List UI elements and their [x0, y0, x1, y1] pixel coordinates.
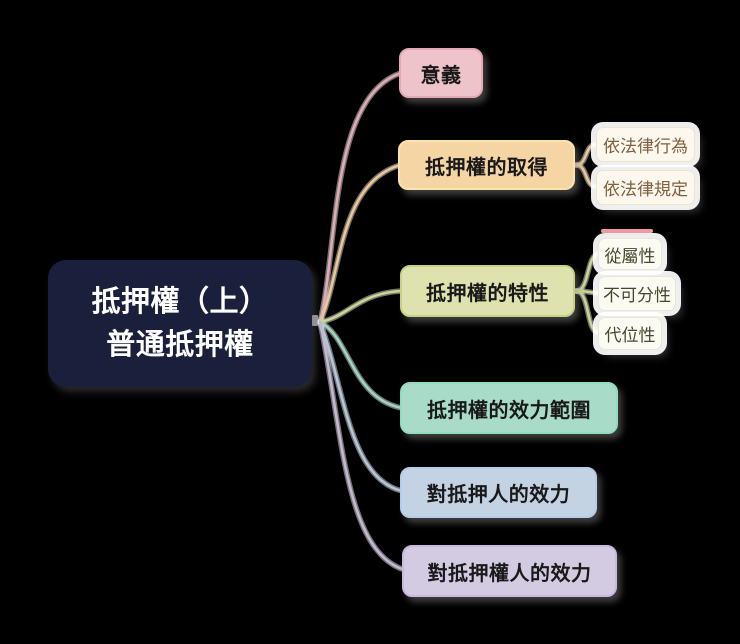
- link-glow: [317, 162, 403, 325]
- node-label: 意義: [420, 64, 462, 87]
- node-label: 抵押權的效力範圍: [427, 399, 591, 422]
- link-glow: [573, 251, 602, 294]
- node-label: 對抵押人的效力: [426, 484, 571, 506]
- child-label: 依法律行為: [603, 137, 688, 156]
- link-by-legal-provision: [574, 163, 599, 189]
- link-glow: [317, 319, 405, 411]
- child-subrogation[interactable]: 代位性: [598, 317, 662, 350]
- node-characteristics[interactable]: 抵押權的特性: [400, 265, 575, 317]
- child-label: 從屬性: [604, 246, 656, 266]
- link-glow: [573, 288, 602, 336]
- link-meaning: [318, 71, 403, 324]
- accent-bar: [601, 229, 653, 233]
- node-effect-on-mortgagor[interactable]: 對抵押人的效力: [400, 467, 597, 518]
- link-acquisition: [318, 163, 402, 324]
- link-characteristics: [318, 289, 404, 324]
- child-subordination[interactable]: 從屬性: [598, 238, 662, 270]
- link-mortgagee: [318, 320, 407, 572]
- link-glow: [317, 319, 405, 494]
- link-glow: [573, 162, 600, 190]
- link-glow: [317, 288, 405, 325]
- node-label: 抵押權的特性: [426, 282, 549, 305]
- root-node[interactable]: 抵押權（上） 普通抵押權: [48, 260, 312, 387]
- node-label: 對抵押權人的效力: [427, 562, 592, 585]
- child-indivisibility[interactable]: 不可分性: [598, 276, 676, 311]
- link-mortgagor: [318, 320, 404, 493]
- child-by-legal-provision[interactable]: 依法律規定: [596, 170, 695, 205]
- link-glow: [573, 288, 602, 296]
- node-label: 抵押權的取得: [425, 156, 548, 179]
- link-subrogation: [574, 289, 601, 335]
- link-scope: [318, 320, 404, 410]
- child-label: 依法律規定: [603, 180, 688, 199]
- node-scope-of-effect[interactable]: 抵押權的效力範圍: [400, 382, 618, 434]
- node-effect-on-mortgagee[interactable]: 對抵押權人的效力: [402, 545, 617, 597]
- root-title-line1: 抵押權（上）: [91, 285, 269, 318]
- child-by-legal-act[interactable]: 依法律行為: [596, 127, 695, 162]
- link-glow: [317, 70, 404, 325]
- link-glow: [317, 319, 408, 573]
- node-acquisition[interactable]: 抵押權的取得: [398, 140, 575, 190]
- collapse-handle[interactable]: [312, 315, 318, 326]
- root-title-line2: 普通抵押權: [106, 328, 254, 361]
- link-subordination: [574, 252, 601, 293]
- child-label: 代位性: [604, 326, 656, 345]
- child-label: 不可分性: [603, 286, 671, 305]
- link-indivisibility: [574, 289, 601, 295]
- link-glow: [573, 141, 600, 168]
- link-by-legal-act: [574, 142, 599, 167]
- node-meaning[interactable]: 意義: [399, 48, 483, 98]
